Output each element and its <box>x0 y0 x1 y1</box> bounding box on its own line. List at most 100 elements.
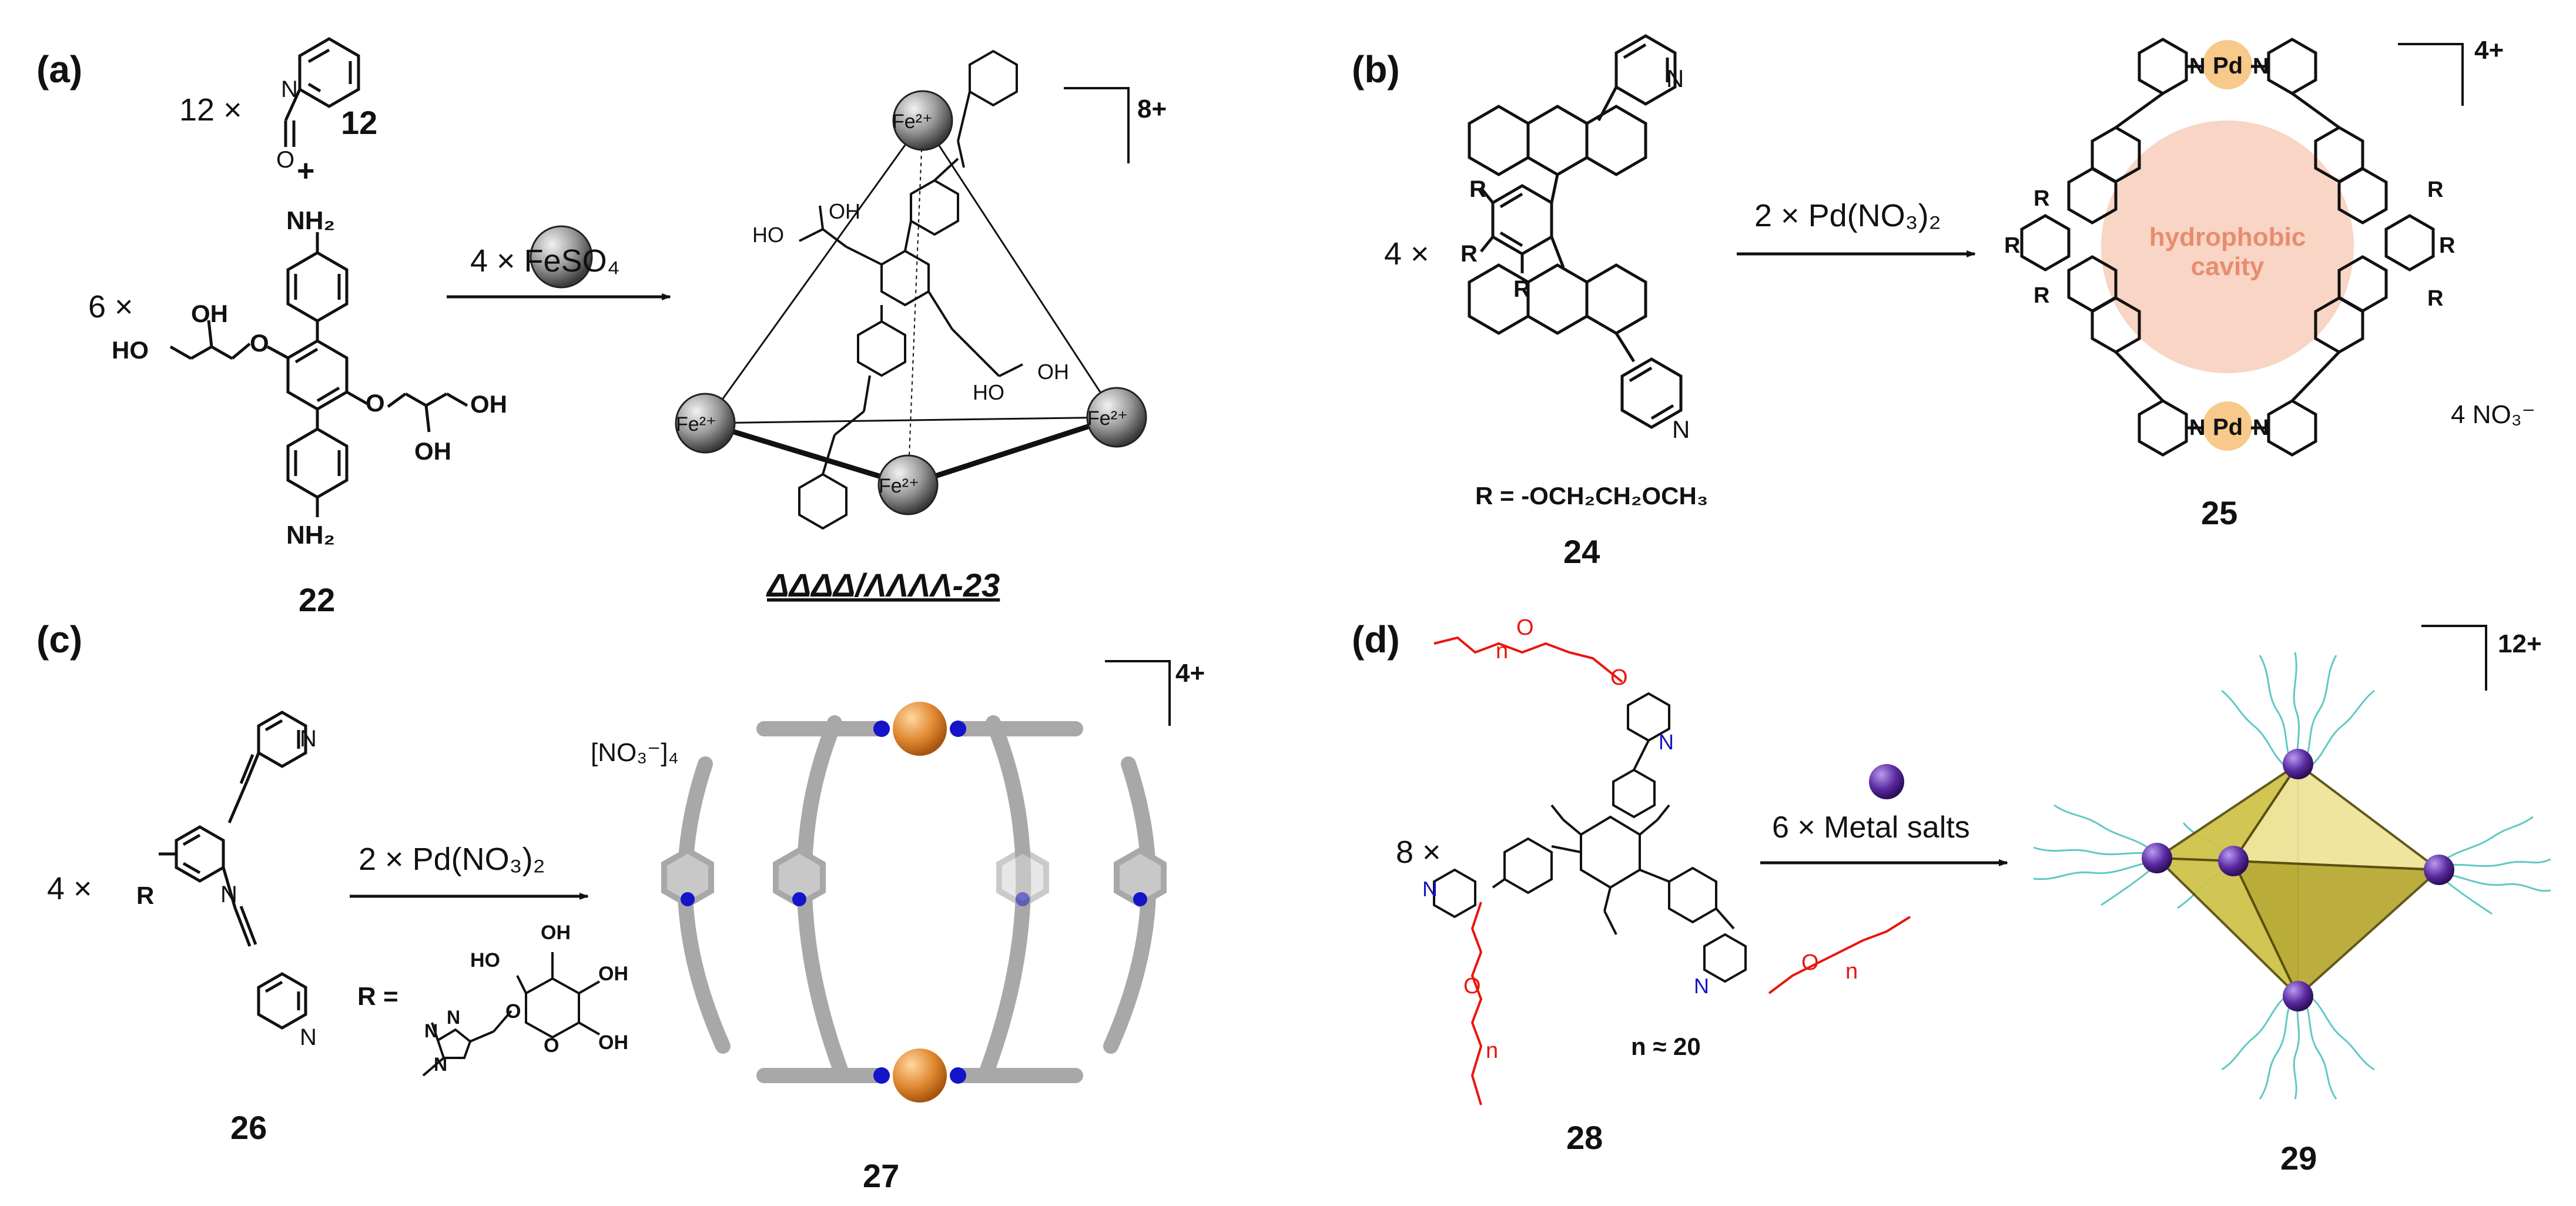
panel-d: (d) 8 × n O O n O n O <box>1352 615 2551 1177</box>
pd-sphere-top-27 <box>893 702 947 756</box>
nh2-bottom-label: NH₂ <box>286 521 335 550</box>
atom-n-25-3: N <box>2189 416 2205 440</box>
hydrophobic-cavity <box>2101 120 2354 373</box>
panel-a-label: (a) <box>36 48 82 91</box>
ligand-24-count: 4 × <box>1384 236 1429 272</box>
atom-n-25-2: N <box>2253 54 2269 79</box>
reagent-metal-salts: 6 × Metal salts <box>1772 810 1970 845</box>
metal-vertex-right <box>2424 855 2454 885</box>
atom-n-24-bottom: N <box>1672 416 1690 443</box>
reagent-feso4: 4 × FeSO₄ <box>470 243 620 279</box>
r-definition-24: R = -OCH₂CH₂OCH₃ <box>1475 482 1708 510</box>
cavity-label-2: cavity <box>2191 252 2265 281</box>
octahedron-29 <box>2033 652 2551 1100</box>
triazole-n-1: N <box>424 1020 438 1041</box>
cage-ho-3: HO <box>973 380 1004 404</box>
atom-n-28-2: N <box>1422 877 1438 901</box>
counterion-b: 4 NO₃⁻ <box>2451 400 2535 429</box>
compound-28-label: 28 <box>1566 1119 1603 1156</box>
atom-n-25-1: N <box>2189 54 2205 79</box>
ether-o-left: O <box>250 329 269 357</box>
compound-12-label: 12 <box>341 104 377 141</box>
charge-bracket-c <box>1105 660 1171 726</box>
ether-o-right: O <box>366 389 385 417</box>
cage-ho-1: HO <box>752 223 784 247</box>
fe-sphere-left <box>675 393 736 454</box>
cage-25 <box>2020 38 2435 457</box>
peg-n-1: n <box>1496 639 1508 664</box>
reagent-pd-b: 2 × Pd(NO₃)₂ <box>1754 198 1941 233</box>
r-atom-25-5: R <box>2439 233 2455 258</box>
r-atom-24-2: R <box>1460 241 1478 267</box>
compound-24-label: 24 <box>1563 533 1600 570</box>
fe-sphere-bottom <box>877 454 939 515</box>
ho-label-2: HO <box>112 336 149 364</box>
charge-b: 4+ <box>2474 36 2504 65</box>
cavity-label-1: hydrophobic <box>2149 223 2306 252</box>
peg-n-3: n <box>1845 959 1858 984</box>
atom-n-28-1: N <box>1659 730 1674 754</box>
fe-label-bottom: Fe²⁺ <box>879 475 919 497</box>
cage-oh-2: OH <box>829 199 860 223</box>
cage-27 <box>661 702 1167 1103</box>
metal-vertex-bottom <box>2283 981 2313 1011</box>
atom-n-26-3: N <box>300 1024 317 1050</box>
oh-label-1: OH <box>191 300 228 327</box>
compound-26-label: 26 <box>230 1109 267 1146</box>
pd-bottom-sphere <box>2203 401 2252 451</box>
charge-bracket-d <box>2421 625 2487 691</box>
pd-top-sphere <box>2203 40 2252 89</box>
metal-ion-sphere <box>1869 764 1904 799</box>
sugar-oh-3: OH <box>598 1031 628 1054</box>
fe-label-top: Fe²⁺ <box>892 110 933 133</box>
ligand-28-structure <box>1433 692 1747 983</box>
atom-n-12: N <box>281 76 298 102</box>
r-atom-25-1: R <box>2034 186 2049 211</box>
peg-arms <box>2033 652 2551 1100</box>
compound-27-label: 27 <box>863 1157 899 1194</box>
peg-o-3: O <box>1463 974 1481 999</box>
oh-label-4: OH <box>414 437 451 465</box>
peg-o-1: O <box>1516 615 1534 640</box>
r-atom-25-2: R <box>2004 233 2020 258</box>
atom-o-12: O <box>276 147 294 173</box>
panel-a: (a) 12 × N O 12 + 6 × <box>36 37 1167 618</box>
triazole-n-2: N <box>447 1007 460 1028</box>
metal-vertex-left <box>2142 843 2172 873</box>
atom-n-26-2: N <box>220 882 237 907</box>
r-atom-25-4: R <box>2427 177 2443 202</box>
charge-bracket-a <box>1064 87 1130 163</box>
r-atom-25-3: R <box>2034 283 2049 308</box>
pyridine-count: 12 × <box>179 92 242 128</box>
atom-n-25-4: N <box>2253 416 2269 440</box>
sugar-triazole-structure <box>422 952 600 1077</box>
charge-c: 4+ <box>1175 659 1205 688</box>
pd-label-top: Pd <box>2213 53 2243 79</box>
charge-d: 12+ <box>2498 629 2542 658</box>
counterion-c: [NO₃⁻]₄ <box>591 738 679 767</box>
compound-22-label: 22 <box>299 581 335 618</box>
r-atom-24-1: R <box>1469 176 1486 202</box>
cage-oh-4: OH <box>1037 360 1069 384</box>
pd-sphere-bottom-27 <box>893 1048 947 1103</box>
compound-25-label: 25 <box>2201 494 2237 531</box>
cage-23 <box>675 49 1147 530</box>
fe-label-right: Fe²⁺ <box>1087 407 1128 430</box>
r-atom-25-6: R <box>2427 286 2443 311</box>
metal-vertex-front <box>2218 846 2249 876</box>
pd-label-bottom: Pd <box>2213 414 2243 440</box>
ligand-26-structure <box>159 711 307 1030</box>
atom-n-28-3: N <box>1694 974 1709 998</box>
sugar-oh-2: OH <box>598 963 628 985</box>
sugar-o-2: O <box>544 1034 559 1057</box>
fe-sphere-top <box>892 90 953 151</box>
r-atom-24-3: R <box>1513 276 1530 302</box>
sugar-ho: HO <box>470 949 500 972</box>
panel-c: (c) 4 × N N N R 26 2 × Pd(NO₃)₂ R = <box>36 618 1205 1194</box>
sugar-o-1: O <box>505 1000 521 1023</box>
r-definition-26: R = <box>357 982 398 1011</box>
ligand-22-count: 6 × <box>88 289 133 324</box>
panel-b-label: (b) <box>1352 48 1400 91</box>
